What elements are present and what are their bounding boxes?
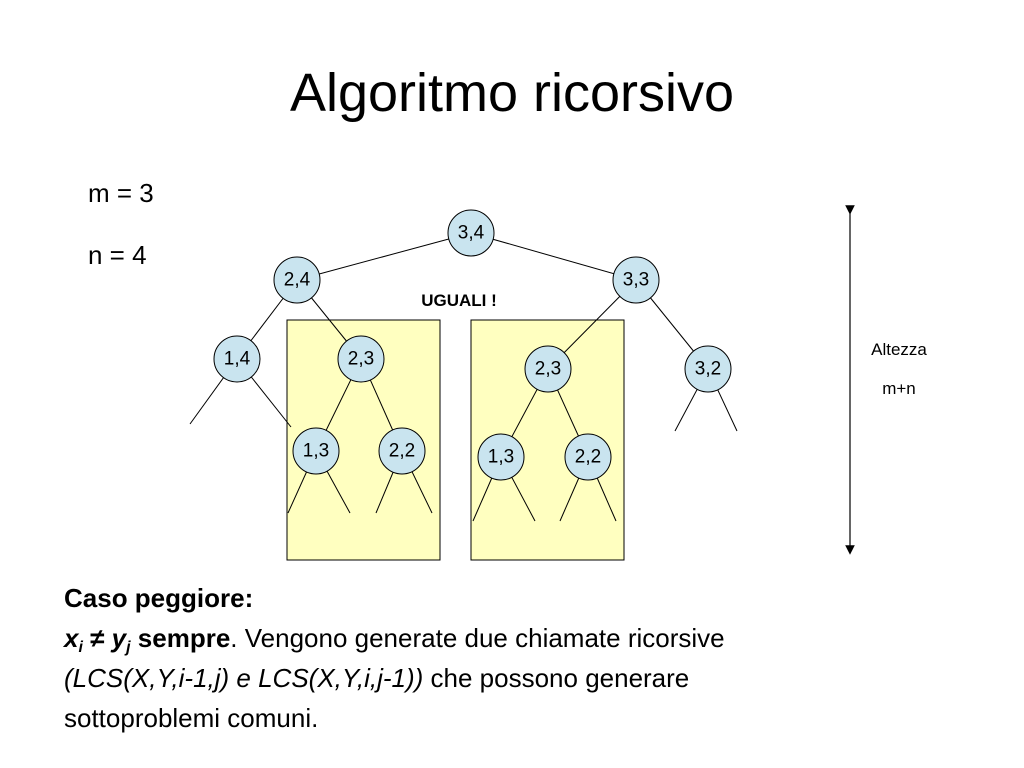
node-root <box>447 209 495 257</box>
height-value: m+n <box>882 379 916 398</box>
param-m: m = 3 <box>88 178 154 208</box>
node-rll <box>477 433 525 481</box>
node-rlr <box>564 433 612 481</box>
param-n: n = 4 <box>88 240 147 270</box>
node-label-root: 3,4 <box>458 223 485 244</box>
edge-root-r <box>470 232 637 281</box>
explanation-line-3: sottoproblemi comuni. <box>64 703 319 733</box>
node-label-r: 3,3 <box>623 270 649 291</box>
explanation-block: Caso peggiore: xi ≠ yj sempre. Vengono g… <box>64 578 964 738</box>
var-y-sub: j <box>126 639 131 656</box>
node-rl <box>524 345 572 393</box>
edge-root-l <box>296 232 472 281</box>
var-x-sub: i <box>78 639 83 656</box>
slide-title: Algoritmo ricorsivo <box>289 63 735 123</box>
node-label-rlr: 2,2 <box>575 447 601 468</box>
node-label-lrr: 2,2 <box>389 441 415 462</box>
node-label-lrl: 1,3 <box>303 441 329 462</box>
node-lrl <box>292 427 340 475</box>
var-y: y <box>111 623 127 653</box>
equal-label: UGUALI ! <box>421 291 497 310</box>
explanation-line-2: (LCS(X,Y,i-1,j) e LCS(X,Y,i,j-1)) che po… <box>64 658 964 698</box>
node-ll <box>213 335 261 383</box>
node-l <box>273 256 321 304</box>
node-label-rll: 1,3 <box>488 447 514 468</box>
node-lr <box>337 335 385 383</box>
explanation-line-1: xi ≠ yj sempre. Vengono generate due chi… <box>64 618 964 658</box>
recursive-calls: (LCS(X,Y,i-1,j) e LCS(X,Y,i,j-1)) <box>64 663 424 693</box>
node-label-rr: 3,2 <box>695 359 721 380</box>
height-label: Altezza <box>871 340 927 359</box>
node-label-rl: 2,3 <box>535 359 561 380</box>
node-label-lr: 2,3 <box>348 349 374 370</box>
always-word: sempre <box>130 623 231 653</box>
neq-symbol: ≠ <box>82 623 112 653</box>
node-r <box>612 256 660 304</box>
explanation-paragraph: xi ≠ yj sempre. Vengono generate due chi… <box>64 618 964 738</box>
node-label-ll: 1,4 <box>224 349 251 370</box>
node-rr <box>684 345 732 393</box>
node-label-l: 2,4 <box>284 270 311 291</box>
worst-case-heading: Caso peggiore: <box>64 583 254 613</box>
sentence-1: . Vengono generate due chiamate ricorsiv… <box>230 623 725 653</box>
sentence-2: che possono generare <box>423 663 690 693</box>
node-lrr <box>378 427 426 475</box>
var-x: x <box>64 623 79 653</box>
